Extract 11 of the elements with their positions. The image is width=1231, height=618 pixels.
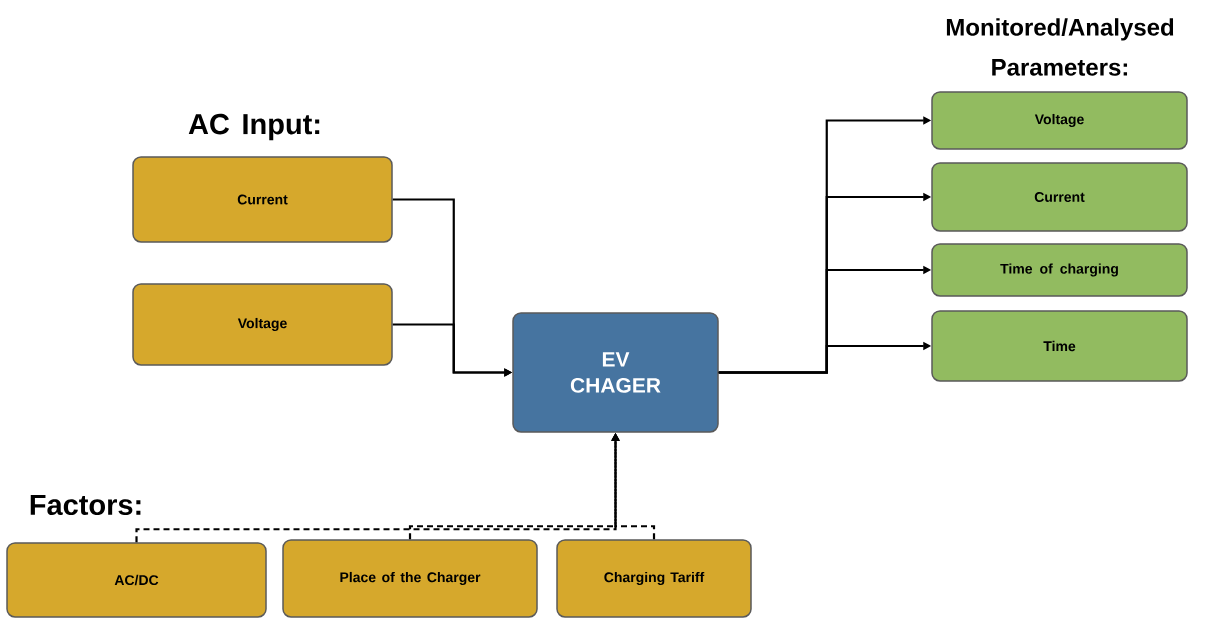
factor-box: AC/DC	[6, 542, 267, 618]
input-box: Voltage	[132, 283, 393, 366]
parameter-box: Voltage	[931, 91, 1188, 150]
parameter-box: Time	[931, 310, 1188, 382]
factor-box: Place of the Charger	[282, 539, 538, 618]
parameter-box: Time of charging	[931, 243, 1188, 297]
parameter-box: Current	[931, 162, 1188, 232]
factor-box: Charging Tariff	[556, 539, 752, 618]
input-box: Current	[132, 156, 393, 243]
heading: Factors:	[30, 494, 141, 516]
charger-box: EV CHAGER	[512, 312, 719, 433]
